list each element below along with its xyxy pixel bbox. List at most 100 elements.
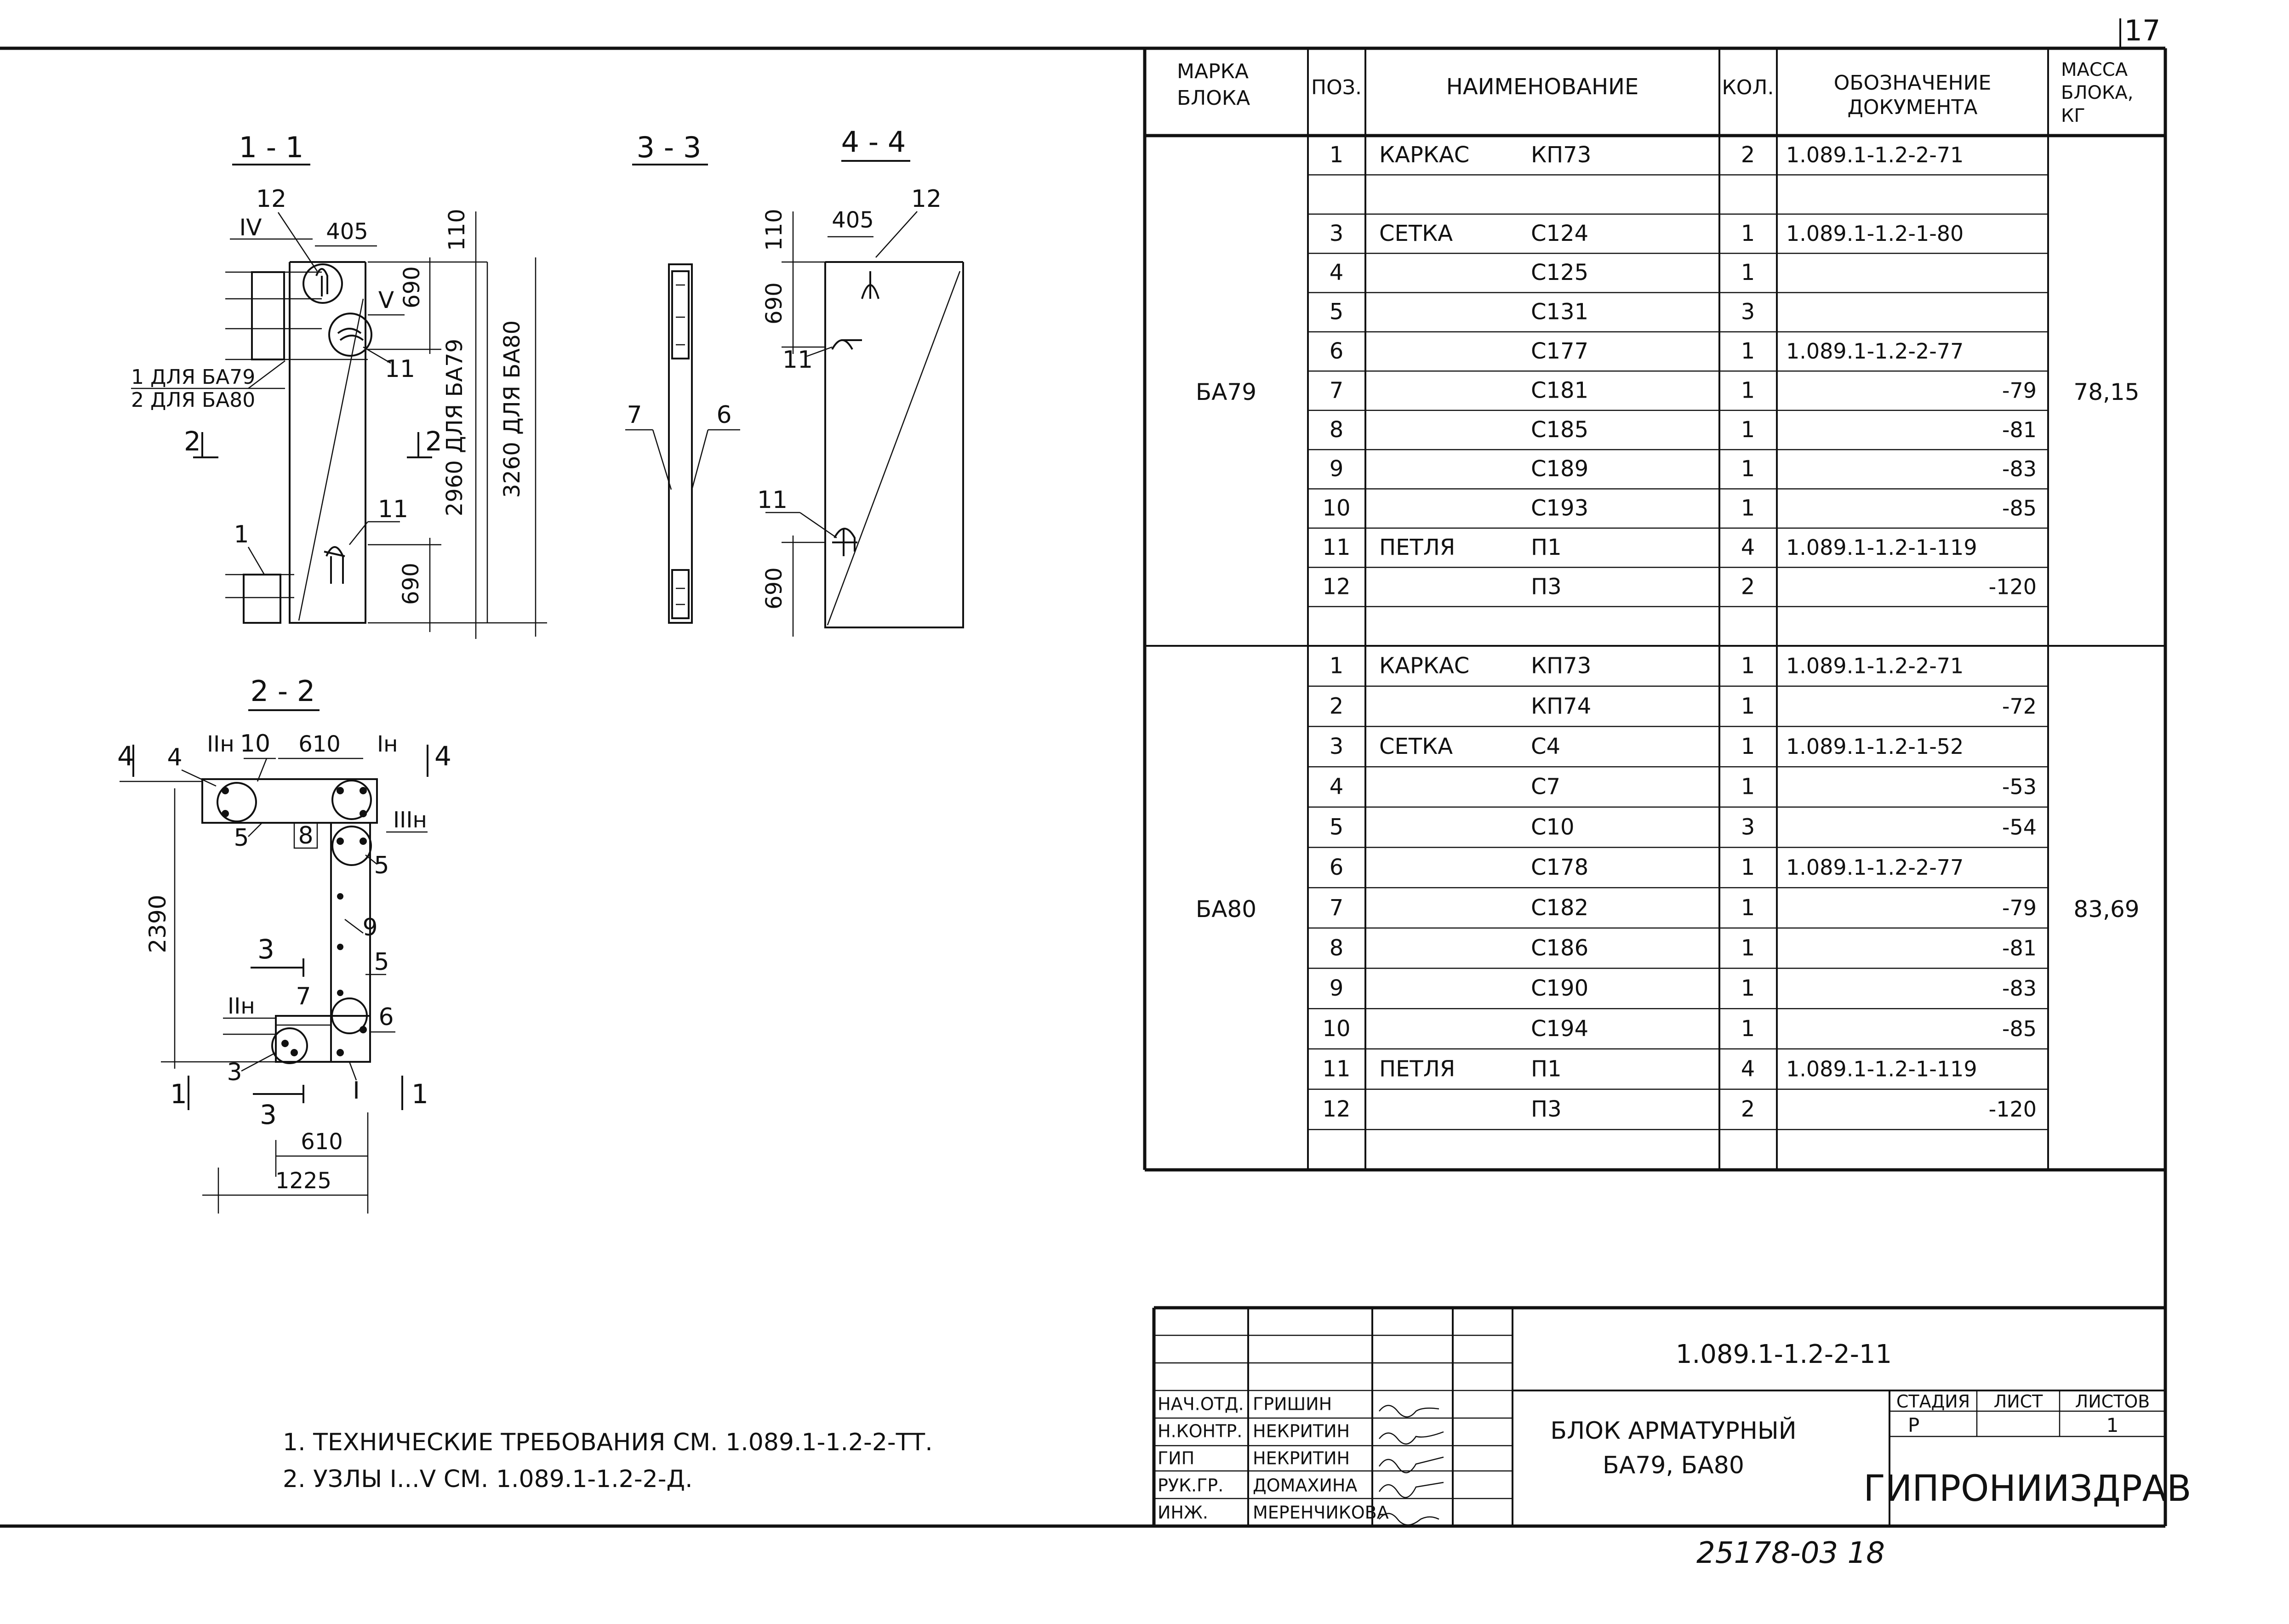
spec-qty: 1 [1741, 456, 1755, 482]
spec-qty: 1 [1741, 338, 1755, 364]
spec-code: С4 [1531, 734, 1560, 759]
staff-role: РУК.ГР. [1158, 1475, 1223, 1495]
dim-405: 405 [326, 219, 368, 245]
spec-qty: 1 [1741, 377, 1755, 403]
spec-pos: 1 [1330, 653, 1344, 679]
section-label-2-2: 2 - 2 [251, 674, 315, 708]
header-mark-2: БЛОКА [1177, 86, 1250, 110]
staff-role: ИНЖ. [1158, 1502, 1208, 1522]
spec-qty: 1 [1741, 975, 1755, 1001]
loop-icon [832, 528, 857, 556]
spec-mark: БА80 [1196, 896, 1256, 923]
spec-qty: 1 [1741, 1016, 1755, 1042]
spec-qty: 1 [1741, 496, 1755, 521]
cut-2-left: 2 [184, 426, 201, 457]
spec-pos: 8 [1330, 935, 1344, 961]
spec-doc: 1.089.1-1.2-1-119 [1786, 535, 1977, 560]
spec-mass: 78,15 [2073, 379, 2139, 405]
spec-kind: КАРКАС [1379, 142, 1469, 168]
callout-12: 12 [256, 185, 286, 213]
staff-name: ГРИШИН [1253, 1394, 1332, 1414]
spec-doc: -72 [2002, 694, 2037, 718]
staff-name: ДОМАХИНА [1253, 1475, 1357, 1495]
sheets-value: 1 [2106, 1414, 2119, 1436]
spec-qty: 2 [1741, 1096, 1755, 1122]
spec-qty: 4 [1741, 535, 1755, 560]
staff-name: НЕКРИТИН [1253, 1448, 1350, 1468]
cut-1-right: 1 [411, 1078, 428, 1110]
callout-11-top-4: 11 [782, 346, 813, 374]
spec-code: С178 [1531, 855, 1588, 880]
spec-pos: 6 [1330, 338, 1344, 364]
sheets-header: ЛИСТОВ [2075, 1391, 2150, 1412]
header-mass-1: МАССА [2061, 59, 2128, 80]
spec-qty: 1 [1741, 895, 1755, 921]
spec-kind: КАРКАС [1379, 653, 1469, 679]
sheet-frame: 17 25178-03 18 [0, 14, 2167, 1570]
staff-role: НАЧ.ОТД. [1158, 1394, 1244, 1414]
doc-code: 1.089.1-1.2-2-11 [1676, 1339, 1892, 1369]
spec-code: С125 [1531, 260, 1588, 285]
spec-doc: -54 [2002, 815, 2037, 839]
spec-kind: СЕТКА [1379, 734, 1453, 759]
callout-4: 4 [167, 744, 182, 771]
rebar-dots [222, 787, 367, 1056]
spec-doc: 1.089.1-1.2-2-71 [1786, 142, 1964, 167]
note-line-2: 2. УЗЛЫ I...V СМ. 1.089.1-1.2-2-Д. [283, 1465, 693, 1493]
spec-pos: 10 [1322, 1016, 1350, 1042]
spec-doc: 1.089.1-1.2-2-71 [1786, 654, 1964, 678]
frame-cage-bottom [225, 574, 294, 624]
spec-kind: СЕТКА [1379, 221, 1453, 246]
staff-name: МЕРЕНЧИКОВА [1253, 1502, 1389, 1522]
spec-code: П1 [1531, 535, 1562, 560]
spec-doc: -81 [2002, 935, 2037, 960]
spec-pos: 3 [1330, 221, 1344, 246]
spec-kind: ПЕТЛЯ [1379, 1056, 1455, 1082]
node-IV: IV [240, 214, 262, 241]
drawing-title-1: БЛОК АРМАТУРНЫЙ [1550, 1417, 1796, 1445]
callout-5-c: 5 [374, 948, 389, 976]
spec-pos: 11 [1322, 535, 1350, 560]
dim-3260: 3260 ДЛЯ БА80 [499, 320, 525, 498]
dim-1225: 1225 [275, 1168, 331, 1194]
spec-qty: 1 [1741, 653, 1755, 679]
spec-qty: 1 [1741, 935, 1755, 961]
cut-1-left: 1 [170, 1078, 187, 1110]
section-1-1: 1 - 1 405 12 IV [131, 131, 547, 639]
spec-qty: 2 [1741, 574, 1755, 599]
spec-code: П1 [1531, 1056, 1562, 1082]
spec-code: П3 [1531, 574, 1562, 599]
spec-pos: 8 [1330, 417, 1344, 443]
header-doc-2: ДОКУМЕНТА [1848, 96, 1978, 119]
node-I: I [353, 1077, 360, 1105]
header-name: НАИМЕНОВАНИЕ [1446, 74, 1639, 100]
dim-2390: 2390 [144, 895, 171, 953]
spec-pos: 4 [1330, 260, 1344, 285]
specification-table: МАРКА БЛОКА ПОЗ. НАИМЕНОВАНИЕ КОЛ. ОБОЗН… [1143, 48, 2165, 1172]
callout-10: 10 [240, 730, 270, 758]
spec-code: С177 [1531, 338, 1588, 364]
callout-11-bottom: 11 [378, 496, 408, 523]
notes: 1. ТЕХНИЧЕСКИЕ ТРЕБОВАНИЯ СМ. 1.089.1-1.… [283, 1429, 933, 1493]
header-qty: КОЛ. [1722, 76, 1774, 99]
spec-pos: 3 [1330, 734, 1344, 759]
spec-code: С190 [1531, 975, 1588, 1001]
frame-cage-top [225, 271, 368, 360]
signatures [1378, 1405, 1444, 1526]
header-doc-1: ОБОЗНАЧЕНИЕ [1834, 71, 1992, 95]
spec-doc: -81 [2002, 417, 2037, 442]
callout-7: 7 [627, 401, 642, 429]
dim-610-top: 610 [298, 731, 341, 757]
header-mass-3: КГ [2061, 105, 2085, 126]
spec-mark: БА79 [1196, 379, 1256, 405]
spec-pos: 5 [1330, 814, 1344, 840]
cut-3-top: 3 [257, 934, 274, 965]
stage-value: Р [1908, 1414, 1919, 1436]
spec-code: С7 [1531, 774, 1560, 800]
cut-2-right: 2 [425, 426, 442, 457]
staff-role: Н.КОНТР. [1158, 1421, 1242, 1441]
cut-4-left: 4 [117, 741, 134, 772]
spec-doc: -53 [2002, 775, 2037, 799]
organization-name: ГИПРОНИИЗДРАВ [1863, 1468, 2191, 1510]
